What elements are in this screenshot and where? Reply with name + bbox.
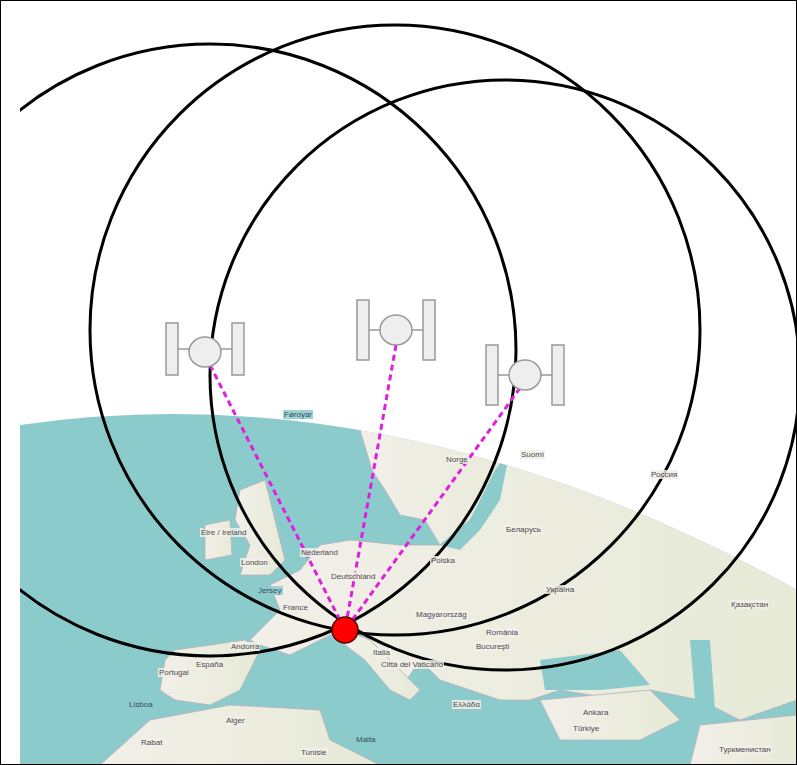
- map-label: France: [282, 603, 309, 612]
- map-label: Norge: [445, 455, 469, 464]
- map-label: Føroyar: [283, 410, 313, 419]
- receiver-dot: [332, 617, 358, 643]
- map-label: Tunisie: [300, 748, 328, 757]
- map-label: Éire / Ireland: [200, 528, 247, 537]
- central-asia-land: [690, 715, 797, 765]
- satellite-icon: [357, 300, 435, 360]
- range-circle: [20, 44, 516, 656]
- map-label: Jersey: [257, 586, 283, 595]
- signal-line: [210, 365, 345, 630]
- range-circle: [90, 25, 700, 635]
- signal-line: [345, 345, 396, 630]
- map-label: Malta: [355, 735, 377, 744]
- caspian-sea: [690, 640, 715, 710]
- map-label: Lisboa: [128, 700, 154, 709]
- map-label: Беларусь: [505, 525, 542, 534]
- africa-land: [100, 705, 380, 765]
- map-label: Україна: [545, 585, 575, 594]
- satellite-icon: [166, 323, 244, 375]
- map-label: Magyarország: [415, 610, 468, 619]
- map-label: Rabat: [140, 738, 163, 747]
- ireland-land: [205, 520, 232, 560]
- map-label: Polska: [430, 556, 456, 565]
- map-label: Қазақстан: [730, 600, 769, 609]
- map-label: România: [485, 628, 519, 637]
- satellite-icon: [486, 345, 564, 405]
- map-label: Città del Vaticano: [380, 660, 444, 669]
- map-label: Ελλάδα: [452, 700, 481, 709]
- map-label: Türkiye: [572, 724, 600, 733]
- map-label: Andorra: [230, 642, 260, 651]
- map-label: Туркменистан: [718, 745, 772, 754]
- map-label: Alger: [225, 716, 246, 725]
- map-label: España: [195, 660, 224, 669]
- map-label: Россия: [650, 470, 678, 479]
- map-label: Ankara: [582, 708, 609, 717]
- map-label: Italia: [372, 648, 391, 657]
- map-label: Portugal: [158, 668, 190, 677]
- map-label: London: [240, 558, 269, 567]
- range-circle: [210, 80, 797, 670]
- turkey-land: [540, 690, 680, 740]
- map-label: Nederland: [300, 548, 339, 557]
- map-label: Deutschland: [330, 572, 376, 581]
- map-label: Suomi: [520, 450, 545, 459]
- signal-line: [345, 388, 520, 630]
- map-label: Bucureşti: [475, 642, 510, 651]
